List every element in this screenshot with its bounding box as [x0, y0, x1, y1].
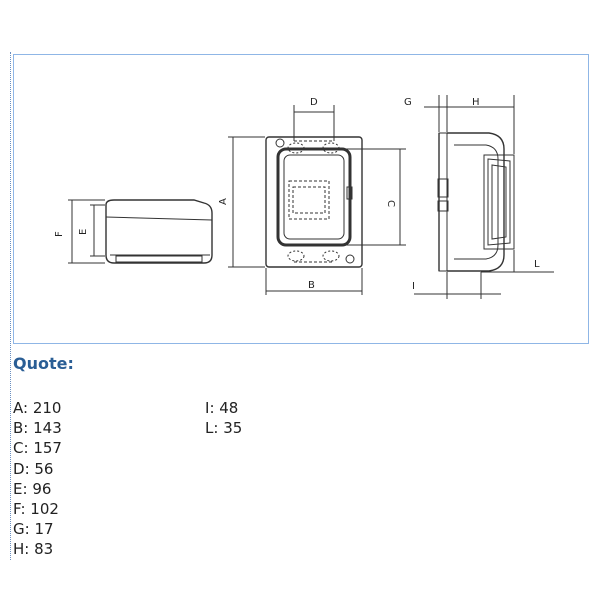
dim-label-f: F: [54, 231, 65, 237]
profile-view: [414, 95, 554, 299]
dimension-column-1: A: 210 B: 143 C: 157 D: 56 E: 96 F: 102 …: [13, 398, 62, 560]
dim-label-i: I: [412, 281, 415, 292]
dimension-key: C: [13, 439, 24, 458]
dimension-value: 143: [33, 419, 62, 438]
dimension-row: E: 96: [13, 479, 52, 498]
dimension-row: F: 102: [13, 499, 59, 518]
dimension-value: 210: [32, 399, 62, 417]
dim-label-b: B: [308, 280, 315, 291]
dimension-key: A: [13, 399, 23, 417]
dim-label-g: G: [404, 97, 412, 108]
front-view: [228, 105, 406, 295]
dim-label-l: L: [534, 259, 540, 270]
dimension-key: H: [13, 540, 25, 559]
dimension-value: 102: [30, 499, 59, 518]
dim-label-d: D: [310, 97, 318, 108]
dim-label-h: H: [472, 97, 480, 108]
dimension-row: A: 210: [13, 399, 62, 417]
technical-drawing-frame: D A C B E F G H I L: [13, 54, 589, 344]
dimension-row: D: 56: [13, 459, 54, 478]
dimension-row: L: 35: [205, 419, 243, 438]
dimension-value: 157: [33, 439, 62, 458]
dimension-key: B: [13, 419, 24, 438]
dimension-row: G: 17: [13, 520, 54, 539]
dimension-value: 96: [32, 479, 52, 498]
dimension-key: L: [205, 419, 214, 438]
dimension-key: F: [13, 499, 21, 518]
dimension-row: B: 143: [13, 419, 62, 438]
dimension-row: I: 48: [205, 399, 239, 417]
dimension-value: 48: [219, 399, 239, 417]
dim-label-e: E: [78, 229, 89, 235]
quote-heading: Quote:: [13, 354, 74, 373]
side-view: [68, 199, 213, 264]
dim-label-c: C: [385, 200, 396, 207]
dimension-column-2: I: 48 L: 35: [205, 398, 242, 438]
dimension-row: H: 83: [13, 540, 54, 559]
dimension-key: E: [13, 479, 23, 498]
dimension-row: C: 157: [13, 439, 62, 458]
dimension-key: I: [205, 399, 210, 417]
dimension-value: 17: [34, 520, 54, 539]
dimension-value: 56: [34, 459, 54, 478]
dimension-key: G: [13, 520, 25, 539]
dim-label-a: A: [218, 198, 229, 205]
dimension-value: 35: [223, 419, 243, 438]
dimension-value: 83: [34, 540, 54, 559]
technical-drawing: D A C B E F G H I L: [54, 95, 554, 299]
dimension-key: D: [13, 459, 25, 478]
left-dotted-rule: [10, 52, 11, 560]
